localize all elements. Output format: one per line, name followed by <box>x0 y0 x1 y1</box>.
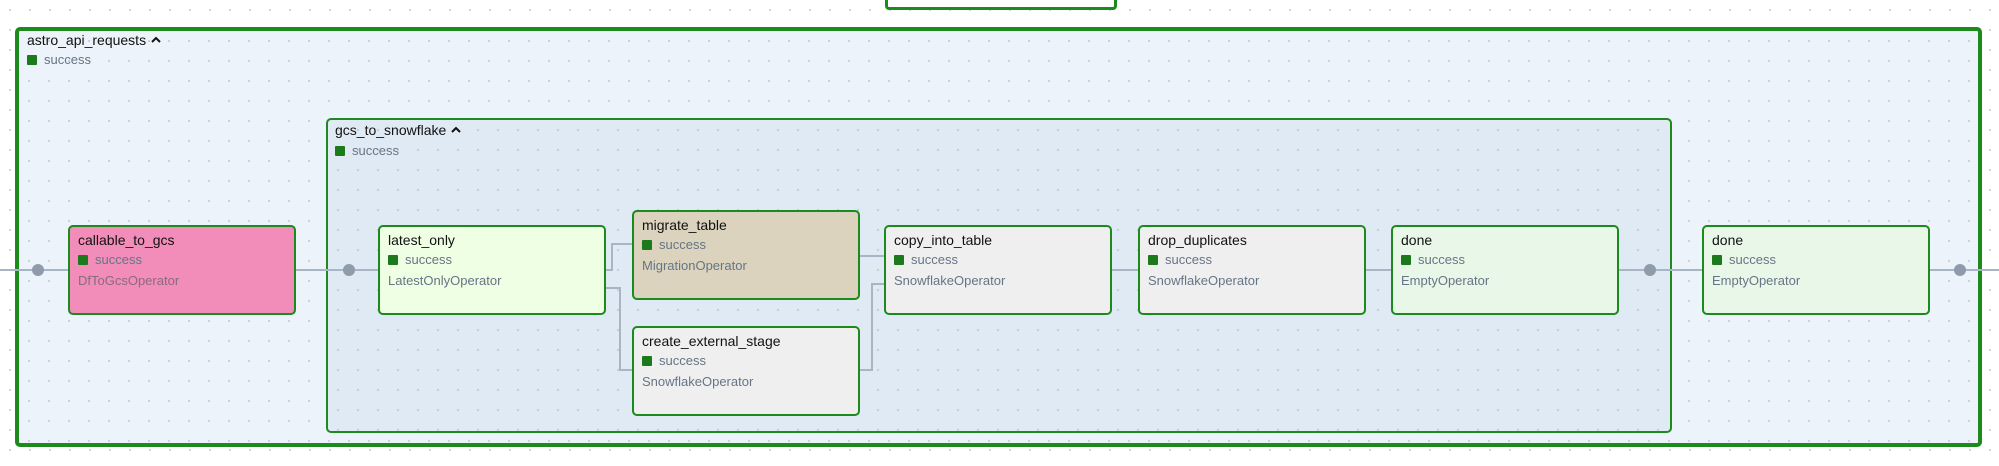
task-status: success <box>894 251 1102 269</box>
task-operator: EmptyOperator <box>1712 273 1801 288</box>
status-square-icon <box>642 356 652 366</box>
task-node-migrate-table[interactable]: migrate_table success MigrationOperator <box>632 210 860 300</box>
status-square-icon <box>1712 255 1722 265</box>
edge-connector <box>1954 264 1966 276</box>
task-name: create_external_stage <box>642 333 781 349</box>
task-name: done <box>1712 232 1744 248</box>
status-square-icon <box>335 145 345 156</box>
task-node-drop-duplicates[interactable]: drop_duplicates success SnowflakeOperato… <box>1138 225 1366 315</box>
status-square-icon <box>1148 255 1158 265</box>
task-name: done <box>1401 232 1433 248</box>
edge-connector <box>343 264 355 276</box>
task-operator: DfToGcsOperator <box>78 273 180 288</box>
collapsed-group-node[interactable] <box>885 0 1117 10</box>
task-name: migrate_table <box>642 217 727 233</box>
task-node-callable-to-gcs[interactable]: callable_to_gcs success DfToGcsOperator <box>68 225 296 315</box>
task-operator: SnowflakeOperator <box>1148 273 1260 288</box>
task-status-label: success <box>659 353 706 368</box>
edge-connector <box>32 264 44 276</box>
group-status: success <box>27 52 91 67</box>
status-square-icon <box>1401 255 1411 265</box>
status-square-icon <box>78 255 88 265</box>
task-status: success <box>388 251 596 269</box>
status-square-icon <box>894 255 904 265</box>
task-node-done-inner[interactable]: done success EmptyOperator <box>1391 225 1619 315</box>
status-square-icon <box>642 240 652 250</box>
group-status-label: success <box>44 52 91 67</box>
edge-connector <box>1644 264 1656 276</box>
task-name: latest_only <box>388 232 455 248</box>
task-operator: EmptyOperator <box>1401 273 1490 288</box>
task-status-label: success <box>1165 252 1212 267</box>
task-name: callable_to_gcs <box>78 232 175 248</box>
task-node-done-outer[interactable]: done success EmptyOperator <box>1702 225 1930 315</box>
task-status: success <box>642 352 850 370</box>
task-node-create-external-stage[interactable]: create_external_stage success SnowflakeO… <box>632 326 860 416</box>
task-operator: LatestOnlyOperator <box>388 273 502 288</box>
edge <box>606 287 632 371</box>
group-label: astro_api_requests <box>27 32 147 48</box>
task-status: success <box>1712 251 1920 269</box>
task-status-label: success <box>659 237 706 252</box>
task-status-label: success <box>911 252 958 267</box>
group-label: gcs_to_snowflake <box>335 122 447 138</box>
task-name: drop_duplicates <box>1148 232 1247 248</box>
task-status-label: success <box>405 252 452 267</box>
status-square-icon <box>388 255 398 265</box>
group-status: success <box>335 143 399 158</box>
group-status-label: success <box>352 143 399 158</box>
task-status: success <box>78 251 286 269</box>
task-status: success <box>1401 251 1609 269</box>
group-header-astro-api-requests[interactable]: astro_api_requests <box>27 32 163 48</box>
chevron-up-icon[interactable] <box>149 33 163 47</box>
task-status: success <box>642 236 850 254</box>
task-name: copy_into_table <box>894 232 993 248</box>
group-header-gcs-to-snowflake[interactable]: gcs_to_snowflake <box>335 122 463 138</box>
status-square-icon <box>27 54 37 65</box>
task-node-copy-into-table[interactable]: copy_into_table success SnowflakeOperato… <box>884 225 1112 315</box>
chevron-up-icon[interactable] <box>449 123 463 137</box>
task-operator: MigrationOperator <box>642 258 747 273</box>
task-operator: SnowflakeOperator <box>642 374 754 389</box>
task-status: success <box>1148 251 1356 269</box>
task-status-label: success <box>95 252 142 267</box>
edge <box>860 283 884 371</box>
task-node-latest-only[interactable]: latest_only success LatestOnlyOperator <box>378 225 606 315</box>
task-operator: SnowflakeOperator <box>894 273 1006 288</box>
task-status-label: success <box>1729 252 1776 267</box>
task-status-label: success <box>1418 252 1465 267</box>
edge <box>606 243 632 271</box>
